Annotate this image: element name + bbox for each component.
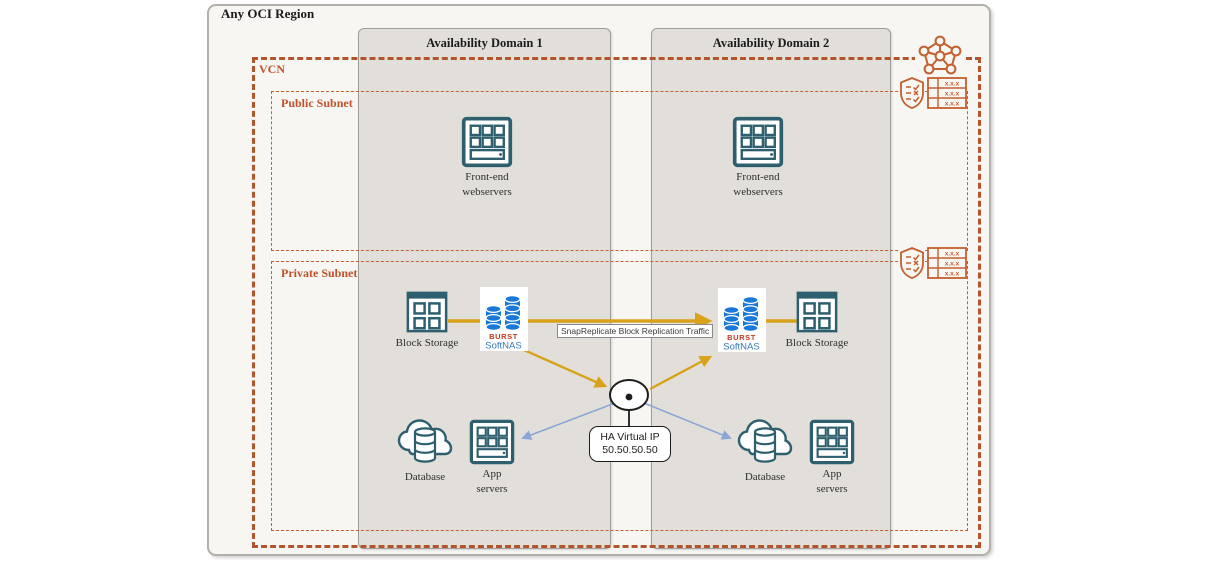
route-rule: x.x.x	[945, 271, 960, 278]
route-table-icon: x.x.x x.x.x x.x.x	[927, 77, 967, 109]
database-icon	[737, 419, 793, 463]
node-label: servers	[476, 483, 508, 495]
node-label: Block Storage	[785, 337, 849, 349]
ha-vip-address: 50.50.50.50	[602, 444, 658, 456]
private-subnet-boundary	[271, 261, 968, 531]
route-rule: x.x.x	[945, 101, 960, 108]
public-route-table: x.x.x x.x.x x.x.x	[927, 77, 967, 109]
database-icon	[397, 419, 453, 463]
security-list-shield-icon	[900, 247, 924, 279]
vcn-mesh-icon	[918, 35, 962, 75]
route-rule: x.x.x	[945, 81, 960, 88]
route-table-icon: x.x.x x.x.x x.x.x	[927, 247, 967, 279]
frontend-webservers-ad1: Front-end webservers	[437, 116, 537, 200]
frontend-webservers-ad2: Front-end webservers	[708, 116, 808, 200]
block-storage-icon	[406, 291, 448, 333]
block-storage-ad2: Block Storage	[772, 290, 862, 351]
private-route-table: x.x.x x.x.x x.x.x	[927, 247, 967, 279]
softnas-brand: BURST	[489, 332, 518, 341]
vcn-gateway	[915, 34, 965, 78]
node-label: App	[482, 468, 502, 480]
node-label: Database	[404, 471, 446, 483]
vcn-boundary	[252, 57, 981, 548]
vcn-label: VCN	[259, 62, 285, 76]
softnas-ad1: BURST SoftNAS	[480, 287, 528, 353]
public-subnet-label: Public Subnet	[281, 96, 353, 110]
private-subnet-label: Private Subnet	[281, 266, 358, 280]
availability-domain-1-header: Availability Domain 1	[426, 36, 543, 50]
security-list-shield-icon	[900, 77, 924, 109]
database-ad2: Database	[723, 416, 807, 485]
softnas-icon: BURST SoftNAS	[718, 288, 766, 352]
database-ad1: Database	[383, 416, 467, 485]
app-servers-ad2: App servers	[804, 419, 860, 497]
softnas-product: SoftNAS	[485, 341, 521, 352]
app-server-icon	[469, 419, 515, 465]
node-label: Front-end	[465, 171, 509, 183]
region-title: Any OCI Region	[221, 6, 315, 21]
node-label: App	[822, 468, 842, 480]
node-label: servers	[816, 483, 848, 495]
webserver-icon	[461, 116, 513, 168]
block-storage-icon	[796, 291, 838, 333]
softnas-ad2: BURST SoftNAS	[718, 288, 766, 354]
route-rule: x.x.x	[945, 261, 960, 268]
node-label: webservers	[462, 186, 512, 198]
node-label: Front-end	[736, 171, 780, 183]
public-security-list	[899, 77, 925, 109]
softnas-icon: BURST SoftNAS	[480, 287, 528, 351]
app-server-icon	[809, 419, 855, 465]
softnas-brand: BURST	[727, 333, 756, 342]
block-storage-ad1: Block Storage	[382, 290, 472, 351]
ha-vip-name: HA Virtual IP	[600, 430, 660, 443]
ha-virtual-ip-label: HA Virtual IP 50.50.50.50	[589, 426, 671, 462]
softnas-product: SoftNAS	[723, 342, 759, 353]
webserver-icon	[732, 116, 784, 168]
public-subnet-boundary	[271, 91, 968, 251]
node-label: Database	[744, 471, 786, 483]
replication-traffic-label: SnapReplicate Block Replication Traffic	[557, 324, 714, 338]
private-security-list	[899, 247, 925, 279]
node-label: webservers	[733, 186, 783, 198]
app-servers-ad1: App servers	[464, 419, 520, 497]
node-label: Block Storage	[395, 337, 459, 349]
availability-domain-2-header: Availability Domain 2	[712, 36, 830, 50]
route-rule: x.x.x	[945, 251, 960, 258]
route-rule: x.x.x	[945, 91, 960, 98]
